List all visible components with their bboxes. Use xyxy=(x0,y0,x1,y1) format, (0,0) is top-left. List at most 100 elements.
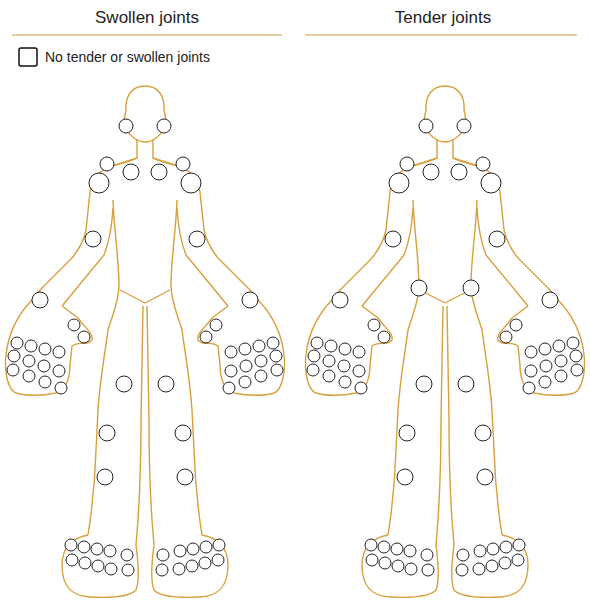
joint-circle xyxy=(525,365,537,377)
joint-circle xyxy=(339,376,351,388)
joint-circle xyxy=(355,382,367,394)
joint-circle xyxy=(475,425,491,441)
joint-circle xyxy=(239,343,251,355)
joint-circle xyxy=(175,425,191,441)
joint-circle xyxy=(23,370,35,382)
joint-markers xyxy=(7,119,283,576)
joint-circle xyxy=(104,545,116,557)
outline-stroke xyxy=(124,86,145,142)
joint-circle xyxy=(567,337,579,349)
body-outline xyxy=(145,86,285,597)
joint-circle xyxy=(539,376,551,388)
body-figure xyxy=(305,86,584,597)
joint-circle xyxy=(385,231,401,247)
joint-circle xyxy=(189,231,205,247)
joint-circle xyxy=(353,365,365,377)
joint-circle xyxy=(11,337,23,349)
heading-rule xyxy=(305,34,577,35)
joint-circle xyxy=(510,319,522,331)
joint-circle xyxy=(200,331,212,343)
joint-circle xyxy=(97,469,113,485)
joint-circle xyxy=(53,365,65,377)
joint-circle xyxy=(92,560,104,572)
outline-stroke xyxy=(471,200,502,535)
joint-circle xyxy=(7,364,19,376)
joint-circle xyxy=(323,370,335,382)
checkbox xyxy=(19,48,37,66)
joint-circle xyxy=(512,554,524,566)
outline-stroke xyxy=(145,290,170,303)
joint-circle xyxy=(338,360,350,372)
joint-circle xyxy=(458,376,474,392)
body-figure xyxy=(5,86,284,597)
panel-heading: Tender joints xyxy=(395,8,491,28)
body-outline xyxy=(445,86,585,597)
joint-circle xyxy=(79,557,91,569)
joint-circle xyxy=(451,164,467,180)
joint-circle xyxy=(100,157,114,171)
joint-circle xyxy=(174,545,186,557)
joint-circle xyxy=(481,173,501,193)
joint-circle xyxy=(500,331,512,343)
joint-circle xyxy=(267,337,279,349)
joint-circle xyxy=(68,319,80,331)
joint-circle xyxy=(523,382,535,394)
joint-circle xyxy=(399,425,415,441)
heading-rule xyxy=(12,34,282,35)
panel-heading: Swollen joints xyxy=(95,8,199,28)
joint-circle xyxy=(457,119,471,133)
joint-circle xyxy=(32,292,48,308)
joint-circle xyxy=(123,164,139,180)
joint-circle xyxy=(487,543,499,555)
joint-circle xyxy=(416,376,432,392)
joint-circle xyxy=(239,376,251,388)
joint-circle xyxy=(474,545,486,557)
joint-circle xyxy=(513,539,525,551)
joint-circle xyxy=(151,164,167,180)
joint-circle xyxy=(307,364,319,376)
outline-stroke xyxy=(477,208,528,306)
joint-circle xyxy=(200,541,212,553)
joint-circle xyxy=(39,376,51,388)
outline-stroke xyxy=(62,208,113,306)
outline-stroke xyxy=(305,300,392,395)
outline-stroke xyxy=(498,300,585,395)
outline-stroke xyxy=(145,86,166,142)
joint-circle xyxy=(405,563,417,575)
body-outline xyxy=(305,86,445,597)
outline-stroke xyxy=(177,208,228,306)
joint-circle xyxy=(571,364,583,376)
joint-circle xyxy=(89,173,109,193)
joint-circle xyxy=(404,545,416,557)
joint-circle xyxy=(456,564,468,576)
joint-circle xyxy=(379,557,391,569)
joint-circle xyxy=(253,340,265,352)
joint-circle xyxy=(212,554,224,566)
outline-stroke xyxy=(153,139,258,300)
joint-circle xyxy=(339,343,351,355)
joint-circle xyxy=(421,549,433,561)
joint-circle xyxy=(400,157,414,171)
outline-stroke xyxy=(362,208,413,306)
joint-circle xyxy=(78,541,90,553)
joint-circle xyxy=(311,337,323,349)
joint-circle xyxy=(423,164,439,180)
joint-circle xyxy=(121,549,133,561)
joint-circle xyxy=(38,360,50,372)
joint-circle xyxy=(53,346,65,358)
joint-circle xyxy=(366,554,378,566)
joint-circle xyxy=(332,292,348,308)
joint-circle xyxy=(55,382,67,394)
joint-circle xyxy=(116,376,132,392)
joint-circle xyxy=(499,557,511,569)
joint-circle xyxy=(199,557,211,569)
joint-circle xyxy=(177,469,193,485)
outline-stroke xyxy=(445,86,466,142)
joint-circle xyxy=(223,382,235,394)
joint-circle xyxy=(225,365,237,377)
joint-circle xyxy=(463,280,479,296)
joint-circle xyxy=(391,543,403,555)
joint-circle xyxy=(186,560,198,572)
joint-circle xyxy=(173,563,185,575)
joint-circle xyxy=(213,539,225,551)
